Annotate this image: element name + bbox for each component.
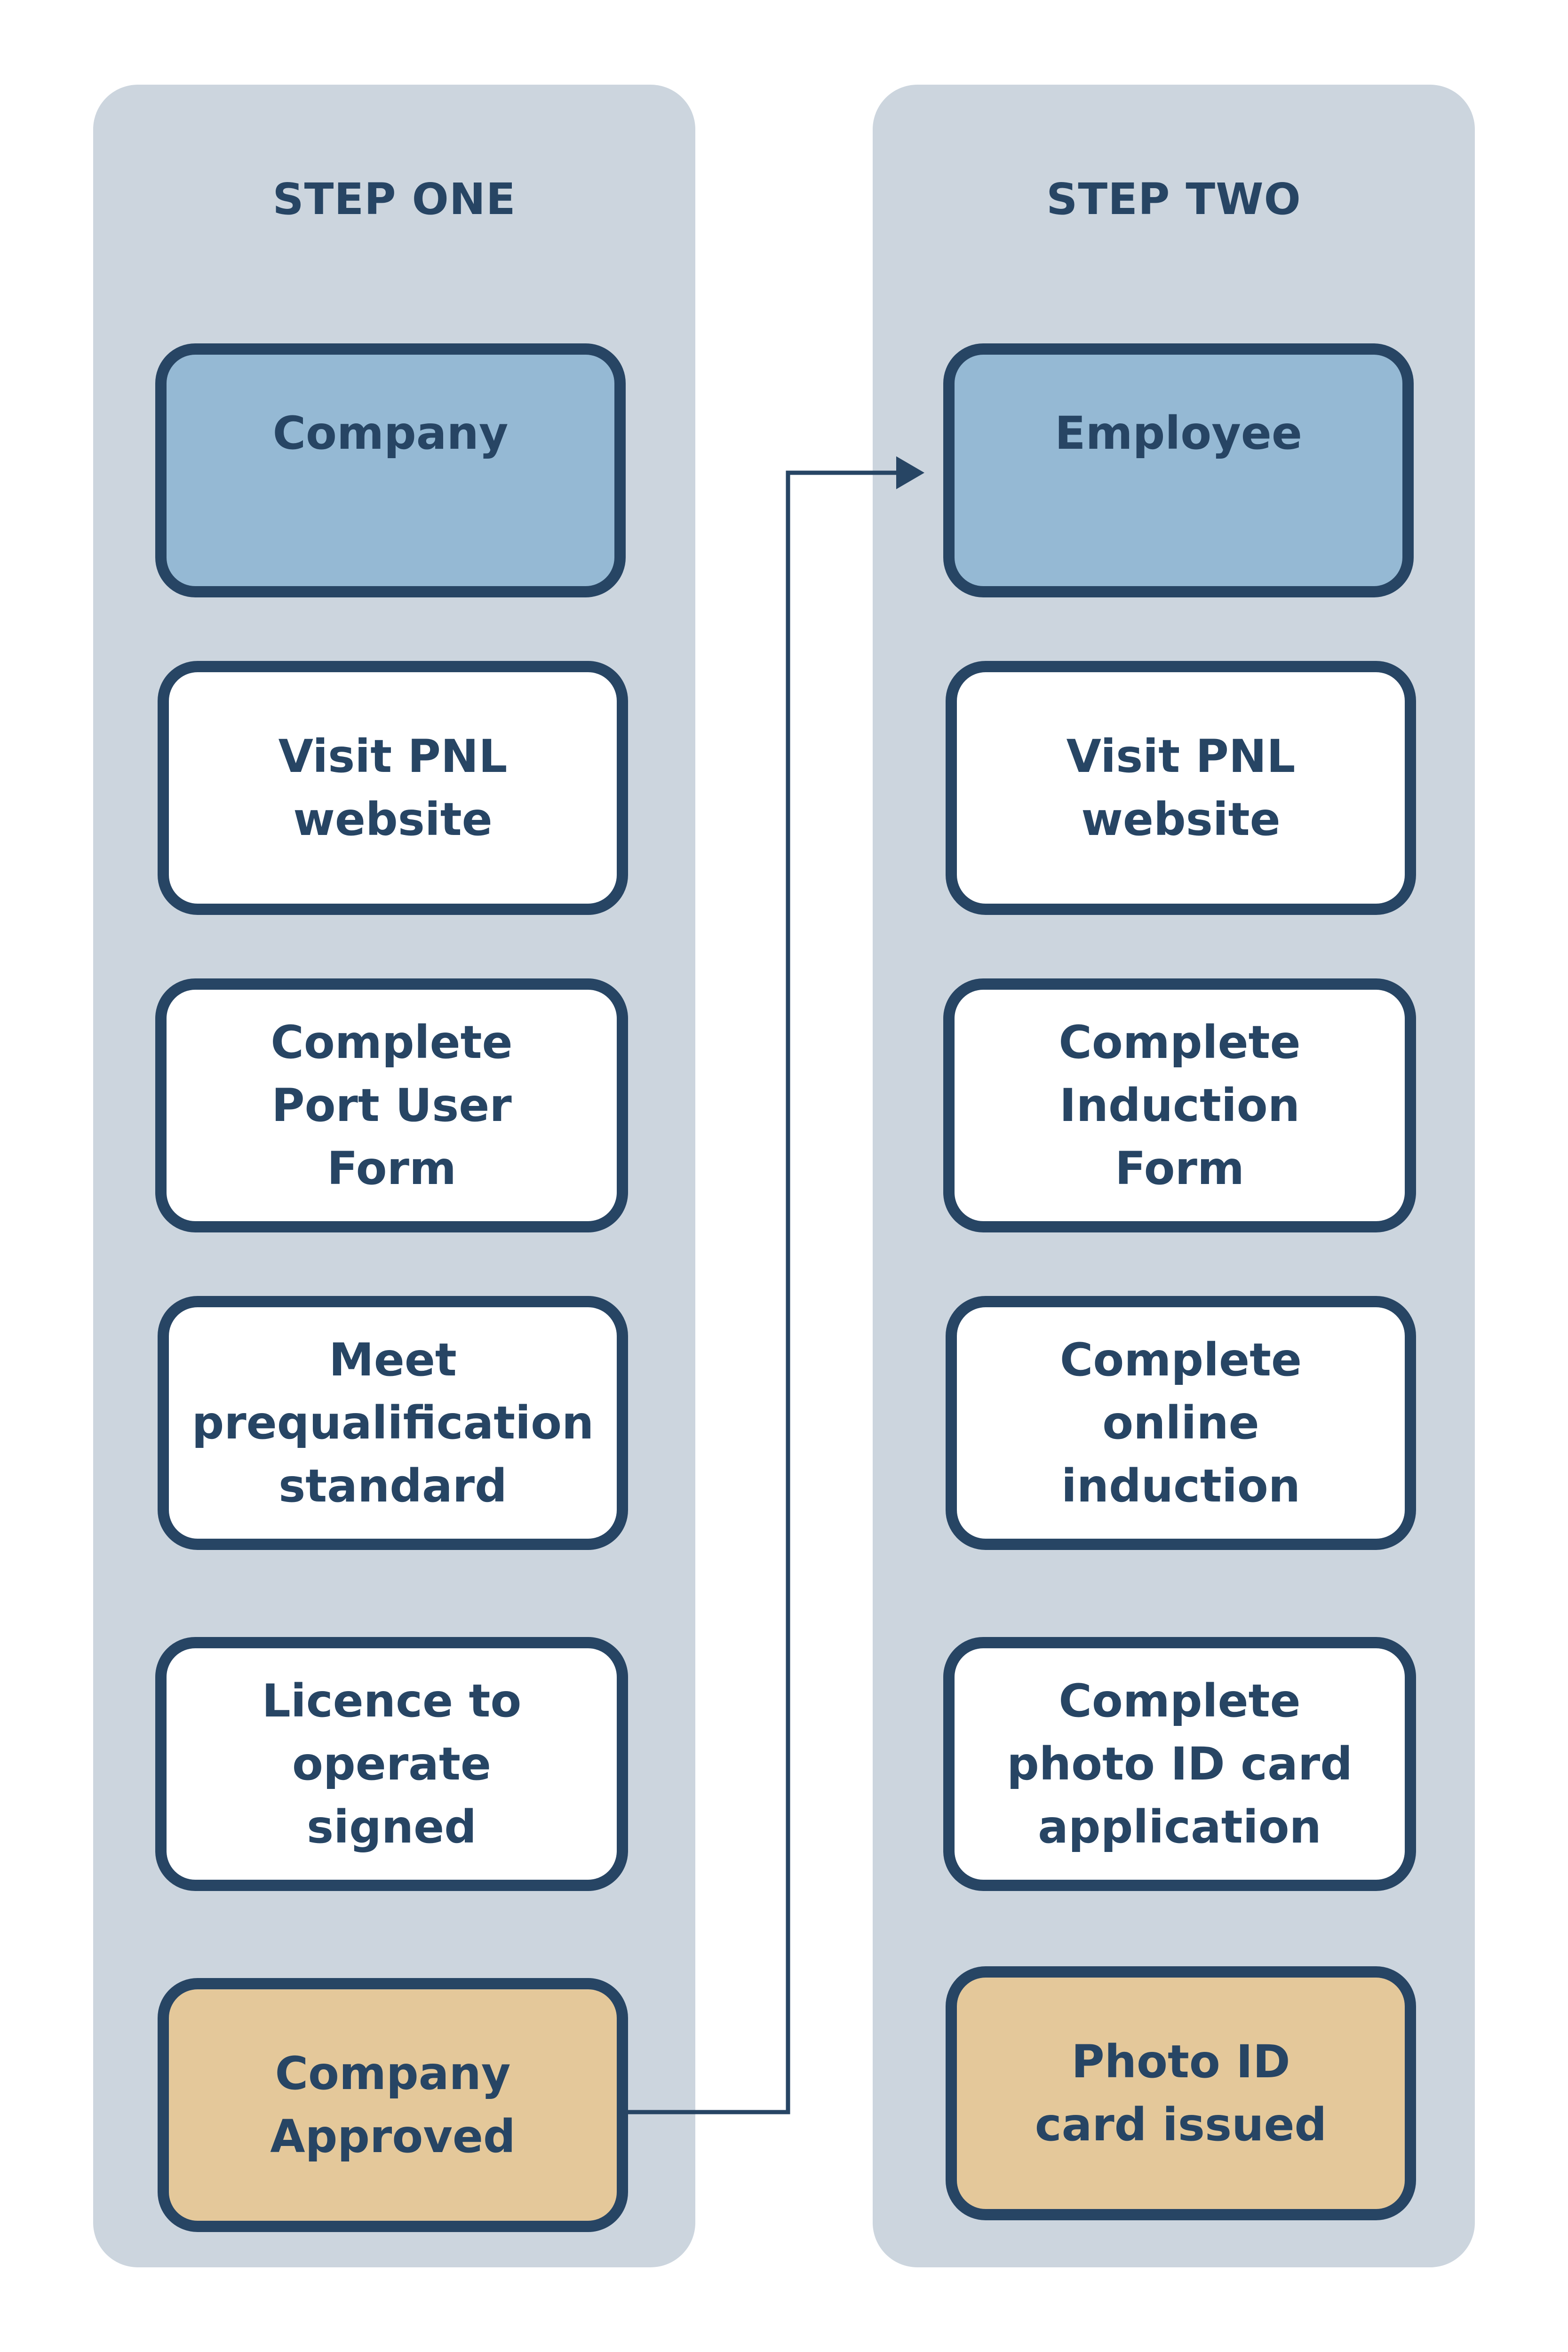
employee-box: Employee: [943, 343, 1414, 597]
licence-label: Licence to operate signed: [262, 1675, 522, 1853]
company-approved-label: Company Approved: [270, 2047, 516, 2163]
step-two-title: STEP TWO: [1046, 174, 1301, 224]
employee-label: Employee: [1055, 407, 1302, 460]
step-two-visit-website-box: Visit PNL website: [946, 661, 1416, 915]
step-two-visit-website-label: Visit PNL website: [1066, 730, 1296, 846]
step-one-visit-website-box: Visit PNL website: [158, 661, 628, 915]
induction-form-box: Complete Induction Form: [943, 978, 1416, 1232]
photo-id-application-label: Complete photo ID card application: [1007, 1675, 1353, 1853]
company-label: Company: [272, 407, 509, 460]
online-induction-label: Complete online induction: [1059, 1334, 1302, 1512]
step-one-visit-website-label: Visit PNL website: [278, 730, 508, 846]
prequalification-box: Meet prequalification standard: [158, 1296, 628, 1550]
induction-form-label: Complete Induction Form: [1059, 1016, 1301, 1195]
port-user-form-label: Complete Port User Form: [271, 1016, 513, 1195]
online-induction-box: Complete online induction: [946, 1296, 1416, 1550]
company-box: Company: [155, 343, 626, 597]
photo-id-application-box: Complete photo ID card application: [943, 1637, 1416, 1891]
photo-id-issued-label: Photo ID card issued: [1035, 2035, 1327, 2151]
company-approved-box: Company Approved: [158, 1978, 628, 2232]
prequalification-label: Meet prequalification standard: [191, 1334, 594, 1512]
port-user-form-box: Complete Port User Form: [155, 978, 628, 1232]
licence-box: Licence to operate signed: [155, 1637, 628, 1891]
step-one-title: STEP ONE: [272, 174, 516, 224]
photo-id-issued-box: Photo ID card issued: [946, 1966, 1416, 2220]
